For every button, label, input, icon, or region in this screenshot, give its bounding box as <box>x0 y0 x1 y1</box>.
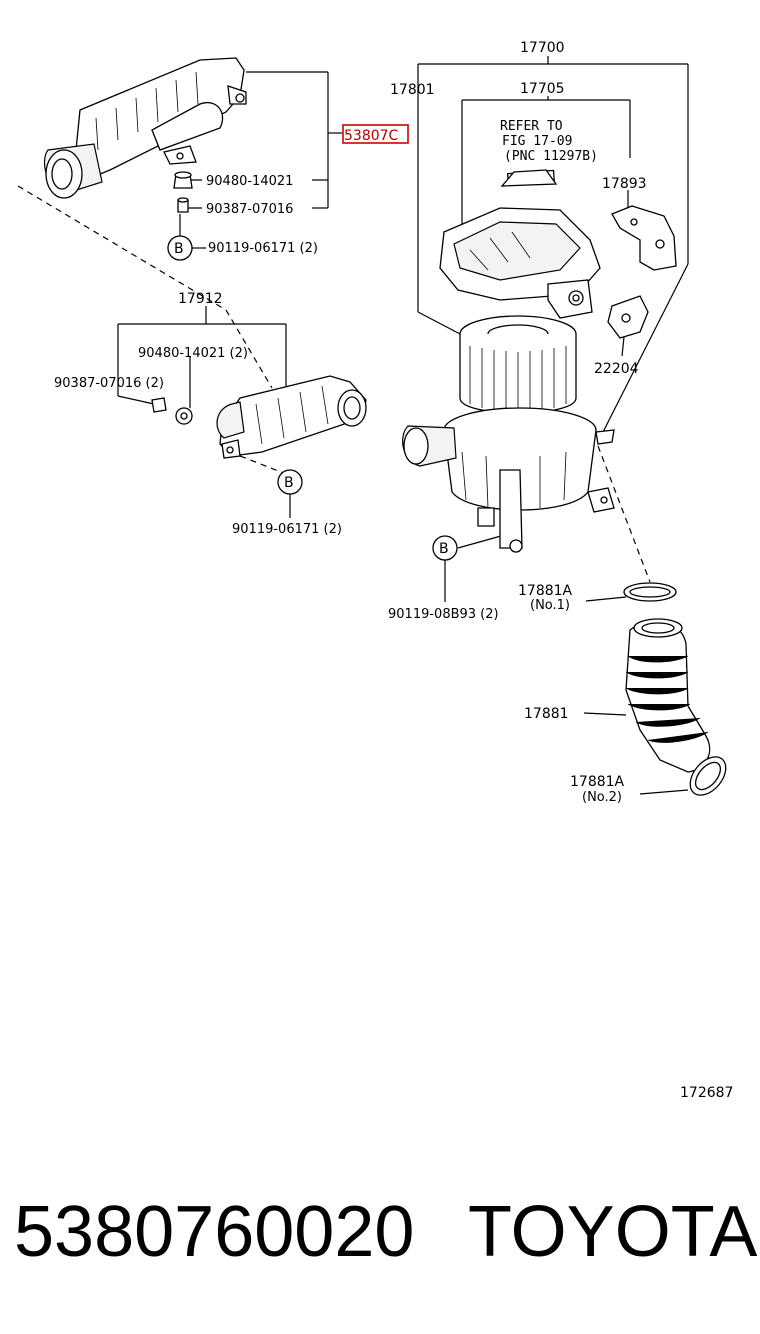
intake-duct-mid <box>216 375 367 459</box>
air-cleaner-case <box>402 407 615 553</box>
refer-line-3: (PNC 11297B) <box>504 149 598 164</box>
brand-name: TOYOTA <box>468 1192 758 1272</box>
label-17700: 17700 <box>520 40 565 56</box>
label-17881: 17881 <box>524 706 569 722</box>
label-22204: 22204 <box>594 361 639 377</box>
grommet-mid <box>175 407 193 425</box>
b-letter-lower: B <box>439 541 449 557</box>
b-letter-upper: B <box>174 241 184 257</box>
filter-element <box>459 315 577 414</box>
refer-line-1: REFER TO <box>500 119 563 134</box>
air-flow-sensor <box>607 295 649 339</box>
reference-decal <box>500 169 558 187</box>
b-letter-mid: B <box>284 475 294 491</box>
label-no2: (No.2) <box>582 790 622 805</box>
label-17881a-no2: 17881A <box>570 774 625 790</box>
collar-upper <box>177 197 189 213</box>
label-90119-lower: 90119-08B93 (2) <box>388 607 499 622</box>
label-17893: 17893 <box>602 176 647 192</box>
part-number: 5380760020 <box>14 1192 415 1272</box>
label-no1: (No.1) <box>530 598 570 613</box>
b-callout-circles <box>167 235 458 561</box>
label-90119-mid: 90119-06171 (2) <box>232 522 342 537</box>
bracket-17893 <box>611 205 677 271</box>
air-cleaner-cap <box>439 169 601 319</box>
label-17881a-no1: 17881A <box>518 583 573 599</box>
label-90480-upper: 90480-14021 <box>206 174 293 189</box>
label-53807c: 53807C <box>344 128 399 144</box>
hose-clamp-no1 <box>623 582 677 602</box>
label-90387-mid: 90387-07016 (2) <box>54 376 164 391</box>
collar-mid <box>151 397 167 413</box>
figure-number: 172687 <box>680 1085 733 1101</box>
label-90119-upper: 90119-06171 (2) <box>208 241 318 256</box>
grommet-upper <box>173 171 193 189</box>
refer-line-2: FIG 17-09 <box>502 134 572 149</box>
hose-clamp-no2 <box>689 756 727 796</box>
label-17912: 17912 <box>178 291 223 307</box>
label-90387-upper: 90387-07016 <box>206 202 293 217</box>
label-90480-mid: 90480-14021 (2) <box>138 346 248 361</box>
intake-duct-upper <box>43 57 247 199</box>
label-17705: 17705 <box>520 81 565 97</box>
intake-hose <box>625 618 711 773</box>
label-17801: 17801 <box>390 82 435 98</box>
highlight-box <box>342 124 409 144</box>
leader-lines <box>117 56 689 795</box>
